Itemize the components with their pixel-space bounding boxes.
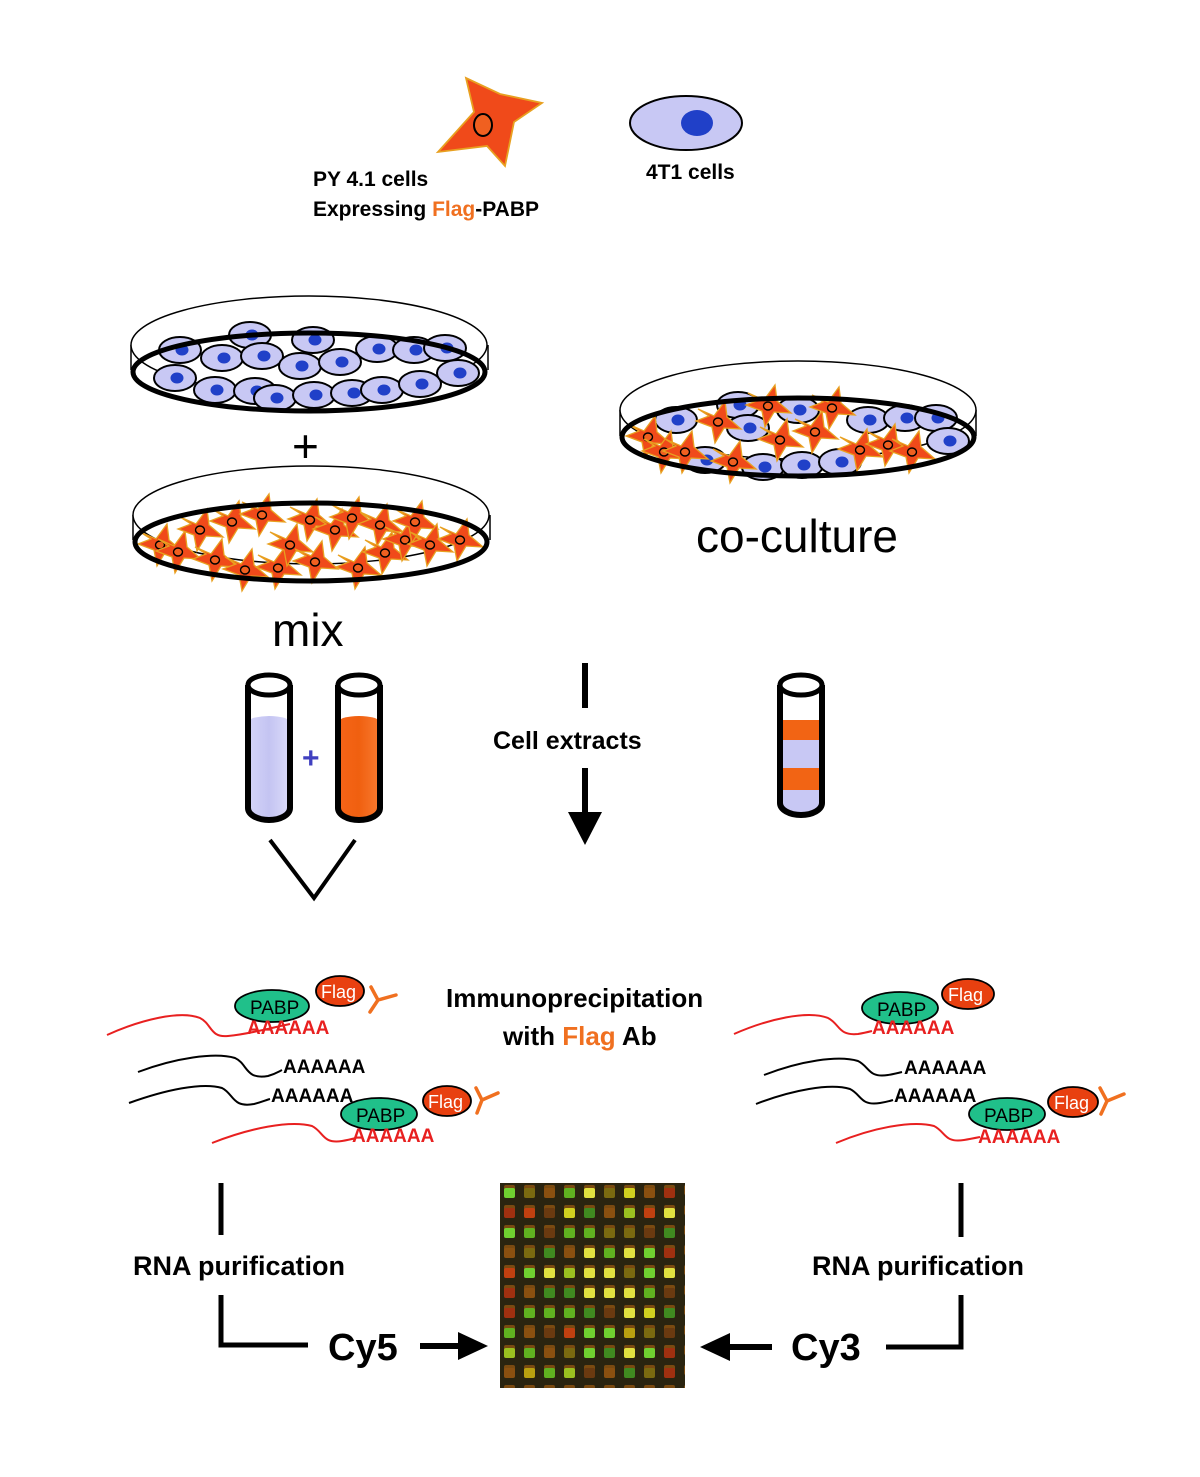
cy3-arrowhead	[700, 1333, 730, 1361]
pabp-label: PABP	[250, 998, 299, 1019]
pabp-label: PABP	[356, 1106, 405, 1127]
polya-tail: AAAAAA	[978, 1127, 1061, 1148]
cy3-label: Cy3	[791, 1327, 861, 1369]
dish-4t1-cells	[130, 295, 489, 414]
flag-label: Flag	[321, 982, 356, 1002]
plus-sign: +	[292, 420, 319, 472]
pabp-label: PABP	[984, 1106, 1033, 1127]
tube-py-extract	[335, 672, 383, 823]
polya-tail: AAAAAA	[904, 1058, 987, 1079]
rna-purification-left-label: RNA purification	[133, 1251, 345, 1281]
py-cells-label: PY 4.1 cells	[313, 168, 428, 191]
flag-label: Flag	[948, 985, 983, 1005]
right-flow-lines	[700, 1183, 964, 1361]
rna-purification-right-label: RNA purification	[812, 1251, 1024, 1281]
flag-tag	[941, 978, 995, 1010]
polya-tail: AAAAAA	[872, 1018, 955, 1039]
flag-tag	[1047, 1086, 1099, 1118]
flag-label: Flag	[1054, 1093, 1089, 1113]
cell-extracts-label: Cell extracts	[493, 727, 642, 755]
polya-tail: AAAAAA	[894, 1086, 977, 1107]
coculture-label: co-culture	[696, 510, 898, 562]
tube-plus-sign: +	[302, 742, 320, 775]
4t1-cells-label: 4T1 cells	[646, 161, 735, 184]
pabp-protein	[234, 989, 310, 1023]
right-mrna-group: PABP Flag AAAAAA AAAAAA AAAAAA PABP Flag…	[733, 978, 1126, 1148]
polya-tail: AAAAAA	[283, 1057, 366, 1078]
ip-label-line1: Immunoprecipitation	[446, 983, 703, 1013]
mix-label: mix	[272, 604, 344, 656]
pabp-label: PABP	[877, 1000, 926, 1021]
polya-tail: AAAAAA	[352, 1126, 435, 1147]
microarray-image	[500, 1183, 685, 1388]
py-cells-expressing-label: Expressing Flag-PABP	[313, 198, 539, 221]
pabp-protein	[861, 991, 939, 1025]
pabp-protein	[340, 1097, 418, 1131]
pabp-protein	[968, 1097, 1046, 1131]
tube-4t1-extract	[245, 672, 293, 823]
cy5-label: Cy5	[328, 1327, 398, 1369]
flag-label: Flag	[428, 1092, 463, 1112]
tube-merge-lines	[268, 838, 357, 902]
left-mrna-group: PABP Flag AAAAAA AAAAAA AAAAAA PABP Flag…	[106, 975, 500, 1147]
flag-tag	[422, 1085, 472, 1117]
polya-tail: AAAAAA	[247, 1018, 330, 1039]
dish-coculture	[619, 360, 977, 484]
cell-extracts-arrow	[568, 663, 602, 845]
left-flow-lines	[218, 1183, 488, 1360]
dish-py-cells	[132, 465, 491, 592]
tube-coculture-extract	[777, 672, 825, 818]
cy5-arrowhead	[458, 1332, 488, 1360]
ip-label-line2: with Flag Ab	[502, 1021, 657, 1051]
antibody-icon	[474, 1086, 500, 1115]
antibody-icon	[368, 985, 398, 1014]
flag-tag	[315, 975, 365, 1007]
py-cell-legend-icon	[435, 76, 545, 168]
polya-tail: AAAAAA	[271, 1086, 354, 1107]
antibody-icon	[1098, 1086, 1126, 1116]
4t1-cell-legend-icon	[629, 95, 743, 151]
